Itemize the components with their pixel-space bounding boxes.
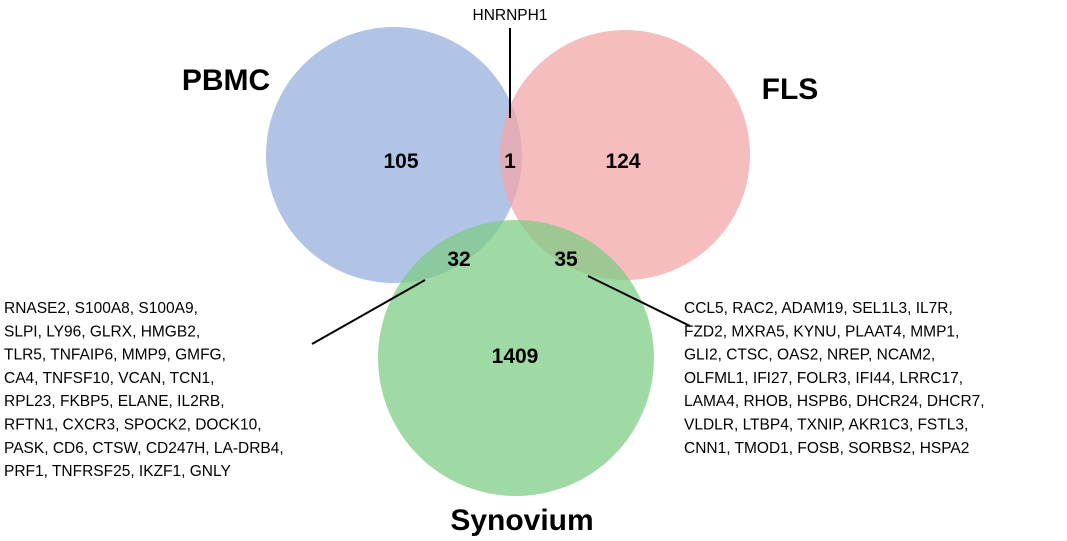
count-synovium-only: 1409 xyxy=(492,345,539,368)
pbmc-fls-gene-label: HNRNPH1 xyxy=(473,7,548,24)
count-pbmc-only: 105 xyxy=(383,150,418,173)
gene-line: RNASE2, S100A8, S100A9, xyxy=(4,300,198,317)
gene-line: TLR5, TNFAIP6, MMP9, GMFG, xyxy=(4,347,226,364)
fls-synovium-callout-line xyxy=(587,275,691,327)
gene-line: GLI2, CTSC, OAS2, NREP, NCAM2, xyxy=(684,347,935,364)
pbmc-label: PBMC xyxy=(182,64,270,97)
gene-line: CA4, TNFSF10, VCAN, TCN1, xyxy=(4,370,214,387)
gene-line: RFTN1, CXCR3, SPOCK2, DOCK10, xyxy=(4,417,262,434)
gene-line: LAMA4, RHOB, HSPB6, DHCR24, DHCR7, xyxy=(684,393,985,410)
count-pbmc-synovium: 32 xyxy=(447,248,470,271)
count-pbmc-fls: 1 xyxy=(504,150,516,173)
gene-line: PASK, CD6, CTSW, CD247H, LA-DRB4, xyxy=(4,440,284,457)
pbmc-synovium-callout-line xyxy=(311,279,426,345)
count-fls-only: 124 xyxy=(605,150,640,173)
synovium-circle xyxy=(378,220,654,496)
gene-line: FZD2, MXRA5, KYNU, PLAAT4, MMP1, xyxy=(684,323,959,340)
gene-line: OLFML1, IFI27, FOLR3, IFI44, LRRC17, xyxy=(684,370,963,387)
gene-line: PRF1, TNFRSF25, IKZF1, GNLY xyxy=(4,463,231,480)
gene-line: CCL5, RAC2, ADAM19, SEL1L3, IL7R, xyxy=(684,300,953,317)
gene-line: CNN1, TMOD1, FOSB, SORBS2, HSPA2 xyxy=(684,440,969,457)
gene-line: RPL23, FKBP5, ELANE, IL2RB, xyxy=(4,393,225,410)
synovium-label: Synovium xyxy=(450,504,593,537)
fls-synovium-gene-list: CCL5, RAC2, ADAM19, SEL1L3, IL7R, FZD2, M… xyxy=(684,300,985,457)
count-fls-synovium: 35 xyxy=(554,248,578,271)
fls-label: FLS xyxy=(762,73,819,106)
gene-line: VLDLR, LTBP4, TXNIP, AKR1C3, FSTL3, xyxy=(684,417,968,434)
fls-circle xyxy=(500,30,750,280)
gene-line: SLPI, LY96, GLRX, HMGB2, xyxy=(4,323,200,340)
pbmc-circle xyxy=(266,27,522,283)
pbmc-synovium-gene-list: RNASE2, S100A8, S100A9, SLPI, LY96, GLRX,… xyxy=(4,300,284,480)
